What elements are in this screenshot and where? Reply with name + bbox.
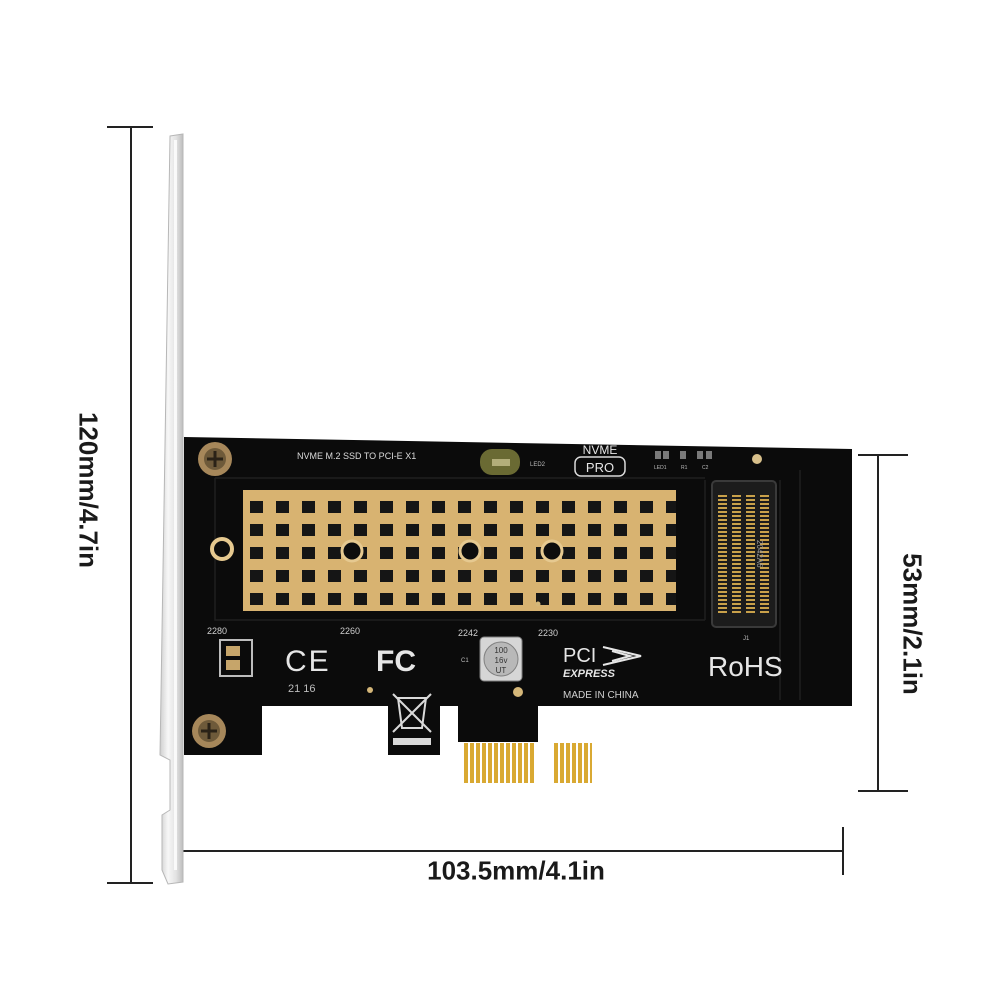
- pcb-height-dimension-label: 53mm/2.1in: [897, 553, 928, 695]
- size-mark-2242: 2242: [458, 628, 478, 638]
- svg-text:2042A6: 2042A6: [755, 540, 764, 568]
- pci-chevron-icon: [602, 646, 642, 666]
- small-label-r1: R1: [681, 465, 688, 471]
- cap-marking-3: UT: [496, 666, 507, 675]
- width-dimension-label: 103.5mm/4.1in: [427, 855, 605, 886]
- pcb-title-silk: NVME M.2 SSD TO PCI-E X1: [297, 451, 416, 461]
- pci-logo-bottom: EXPRESS: [563, 668, 616, 680]
- nvme-pro-badge: [574, 456, 626, 477]
- dimension-pcb-height: [858, 454, 908, 792]
- cap-marking-1: 100: [494, 646, 508, 655]
- cap-marking-2: 16v: [495, 656, 508, 665]
- badge-pro: PRO: [586, 460, 614, 475]
- ce-mark: CE: [285, 645, 331, 678]
- vias: [367, 601, 541, 697]
- mount-hole: [210, 537, 234, 561]
- smd-components: [655, 451, 762, 464]
- fc-mark: FC: [376, 645, 416, 678]
- m2-connector: 2042A6: [711, 480, 777, 628]
- power-header: [219, 639, 253, 677]
- height-dimension-label: 120mm/4.7in: [73, 411, 104, 569]
- small-label-led1: LED1: [654, 465, 667, 471]
- heatsink-pad: [243, 490, 676, 611]
- size-mark-2280: 2280: [207, 626, 227, 636]
- made-in-label: MADE IN CHINA: [563, 690, 639, 701]
- rohs-mark: RoHS: [708, 651, 783, 682]
- size-mark-2260: 2260: [340, 626, 360, 636]
- date-code: 21 16: [288, 683, 316, 695]
- badge-nvme: NVME: [583, 443, 618, 457]
- led-indicator: [480, 449, 520, 475]
- screw-top-icon: [198, 442, 232, 476]
- capacitor: [479, 636, 523, 682]
- dimension-height: [107, 126, 153, 884]
- pci-logo-top: PCI: [563, 645, 596, 667]
- screw-bottom-icon: [192, 714, 226, 748]
- weee-bin-icon: [392, 693, 432, 745]
- metal-bracket: [159, 133, 184, 885]
- small-label-c2: C2: [702, 465, 709, 471]
- connector-ref: J1: [743, 636, 750, 642]
- pcie-x1-gold-fingers: [462, 743, 592, 783]
- cap-label: C1: [461, 658, 469, 664]
- led-label: LED2: [530, 462, 546, 468]
- size-mark-2230: 2230: [538, 628, 558, 638]
